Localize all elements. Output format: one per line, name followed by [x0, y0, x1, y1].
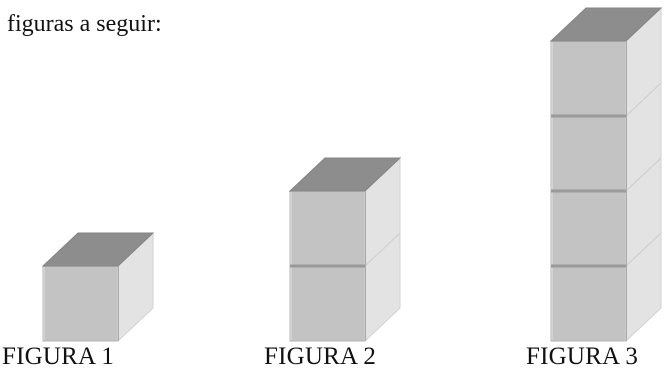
- figure-3-cube-stack: [549, 6, 663, 343]
- cube-front-face: [550, 40, 627, 117]
- cube-top-face: [288, 157, 402, 192]
- figure-2-caption: FIGURA 2: [264, 343, 377, 370]
- cube-front-face: [550, 265, 627, 342]
- figure-1-cube-stack: [41, 231, 155, 343]
- figure-3-caption: FIGURA 3: [526, 343, 639, 370]
- cube-side-seam-line: [625, 232, 662, 267]
- cube-front-face: [550, 115, 627, 192]
- cube-front-face: [289, 265, 366, 342]
- cube-side-seam-line: [625, 157, 662, 192]
- cube-side-seam-line: [364, 232, 401, 267]
- cube-front-face: [289, 190, 366, 267]
- figure-1-caption: FIGURA 1: [2, 343, 115, 370]
- cube-top-face: [41, 232, 155, 267]
- cube-side-seam-line: [625, 82, 662, 117]
- cube-front-face: [550, 190, 627, 267]
- cube-top-face: [549, 7, 663, 42]
- intro-text: figuras a seguir:: [7, 11, 162, 37]
- figure-2-cube-stack: [288, 156, 402, 343]
- cube-front-face: [42, 265, 119, 342]
